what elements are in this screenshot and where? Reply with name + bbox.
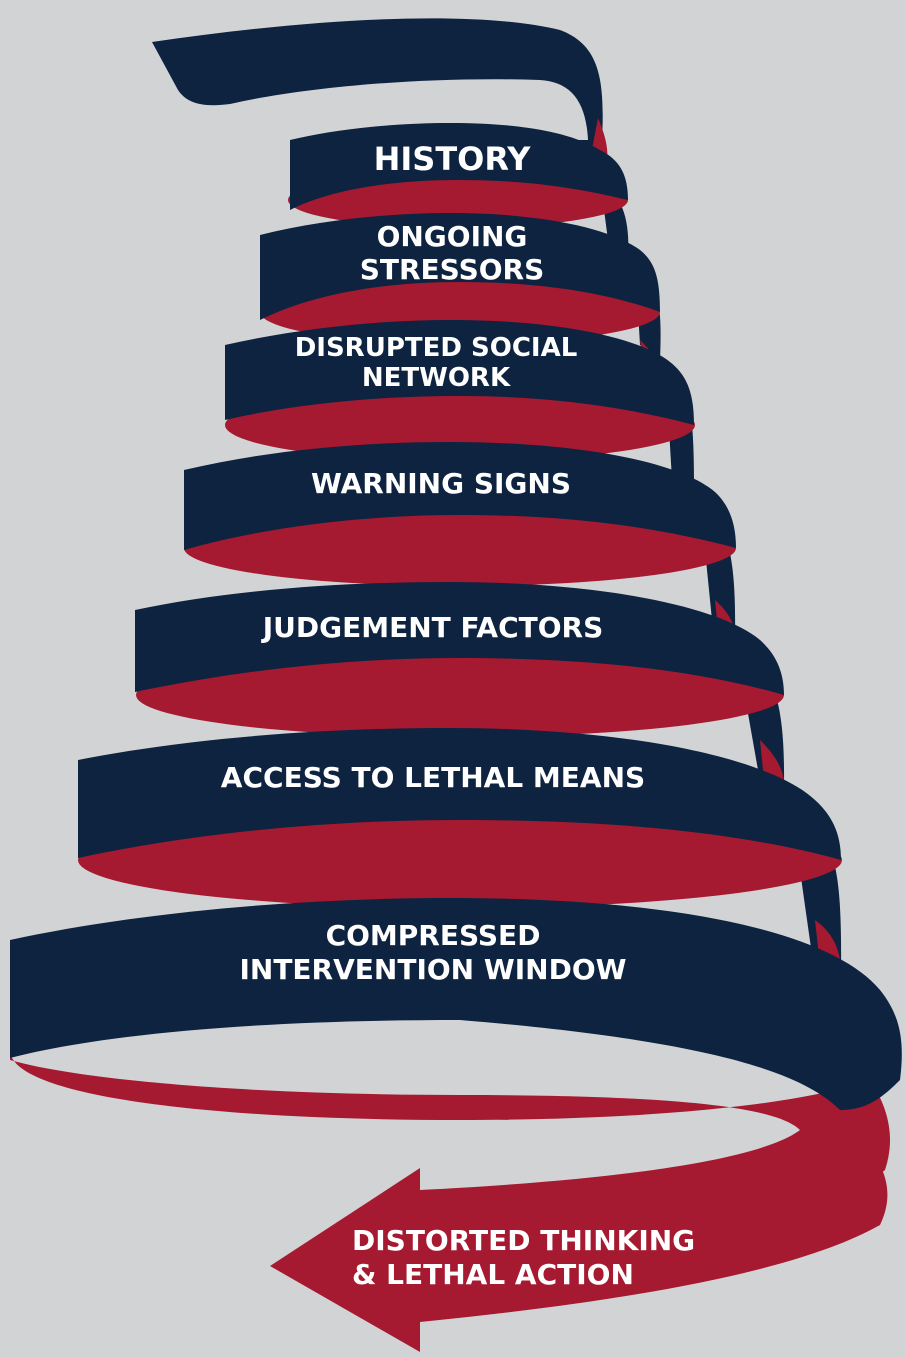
layer-history — [288, 123, 628, 228]
ribbon-tail — [152, 18, 603, 140]
label-access-lethal-means: ACCESS TO LETHAL MEANS — [221, 761, 645, 794]
layer-labels: HISTORY ONGOING STRESSORS DISRUPTED SOCI… — [221, 140, 695, 1291]
layer-judgement-factors — [135, 582, 784, 737]
label-warning-signs: WARNING SIGNS — [311, 467, 571, 500]
outcome-arrow — [270, 1150, 888, 1352]
label-judgement-factors: JUDGEMENT FACTORS — [261, 611, 604, 644]
label-compressed-line1: COMPRESSED — [326, 919, 541, 952]
label-disrupted-line1: DISRUPTED SOCIAL — [295, 333, 578, 363]
layer-access-to-lethal-means — [78, 728, 842, 908]
label-outcome-line1: DISTORTED THINKING — [352, 1224, 695, 1257]
label-outcome-line2: & LETHAL ACTION — [352, 1258, 634, 1291]
layer-disrupted-social-network — [225, 320, 695, 461]
label-ongoing-line2: STRESSORS — [360, 253, 545, 286]
label-history: HISTORY — [374, 140, 532, 178]
label-ongoing-line1: ONGOING — [377, 220, 528, 253]
label-disrupted-line2: NETWORK — [362, 363, 511, 393]
label-compressed-line2: INTERVENTION WINDOW — [239, 953, 626, 986]
layer-warning-signs — [184, 442, 736, 586]
